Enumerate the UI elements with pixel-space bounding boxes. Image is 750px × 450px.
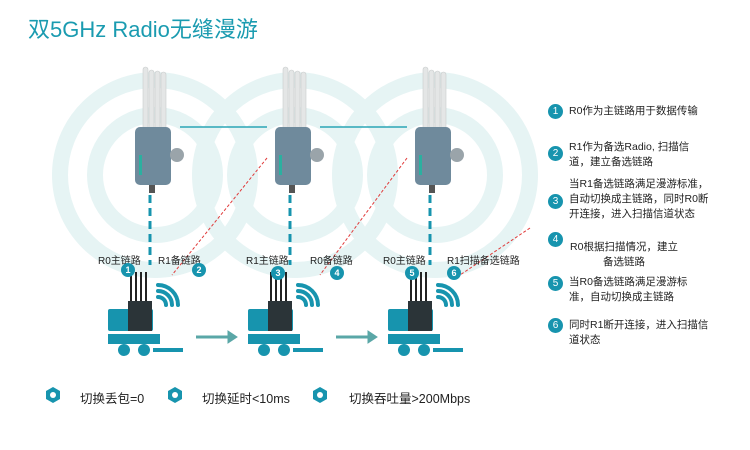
access-point-icon [135, 66, 184, 193]
feature-latency: 切换延时<10ms [202, 392, 290, 406]
legend-badge: 1 [548, 104, 563, 119]
wifi-signal-icon [436, 283, 460, 307]
step-badge: 4 [330, 266, 344, 280]
feature-packet-loss: 切换丢包=0 [80, 392, 145, 406]
hexagon-icon [168, 387, 182, 403]
stage-label: R0主链路 [98, 256, 141, 267]
wifi-signal-icon [296, 283, 320, 307]
backup-link-line [171, 157, 268, 276]
vehicle-icon [388, 272, 463, 356]
arrow-head-icon [367, 330, 378, 344]
backup-link-line [459, 227, 531, 276]
vehicle-icon [248, 272, 323, 356]
access-point-icon [135, 66, 464, 193]
legend-badge: 2 [548, 146, 563, 161]
wifi-signal-icon [156, 283, 180, 307]
step-badge: 6 [447, 266, 461, 280]
access-point-icon [275, 66, 324, 193]
feature-throughput: 切换吞吐量>200Mbps [349, 392, 471, 406]
legend-badge: 5 [548, 276, 563, 291]
step-badge: 3 [271, 266, 285, 280]
step-badge: 1 [121, 263, 135, 277]
stage-label: R0主链路 [383, 256, 426, 267]
hexagon-icon [313, 387, 327, 403]
access-point-icon [415, 66, 464, 193]
legend-badge: 4 [548, 232, 563, 247]
page-title: 双5GHz Radio无缝漫游 [28, 17, 258, 42]
step-badge: 5 [405, 266, 419, 280]
legend-text: 当R0备选链路满足漫游标准，自动切换成主链路 [569, 276, 688, 303]
step-badge: 2 [192, 263, 206, 277]
legend-text: 当R1备选链路满足漫游标准，自动切换成主链路，同时R0断开连接，进入扫描信道状态 [569, 178, 709, 220]
hexagon-icon [46, 387, 60, 403]
stage-label: R1主链路 [246, 256, 289, 267]
vehicle-icon [108, 272, 183, 356]
stage-label: R0备链路 [310, 256, 353, 267]
stage-label: R1扫描备选链路 [447, 256, 520, 267]
legend-badge: 3 [548, 194, 563, 209]
arrow-head-icon [227, 330, 238, 344]
backup-link-line [319, 157, 408, 276]
legend-text: R0作为主链路用于数据传输 [569, 105, 698, 117]
legend-badge: 6 [548, 318, 563, 333]
legend-text: 同时R1断开连接，进入扫描信道状态 [569, 319, 709, 346]
stage-label: R1备链路 [158, 256, 201, 267]
legend-text: R0根据扫描情况，建立备选链路 [570, 241, 678, 268]
legend-text: R1作为备选Radio, 扫描信道，建立备选链路 [569, 141, 690, 168]
